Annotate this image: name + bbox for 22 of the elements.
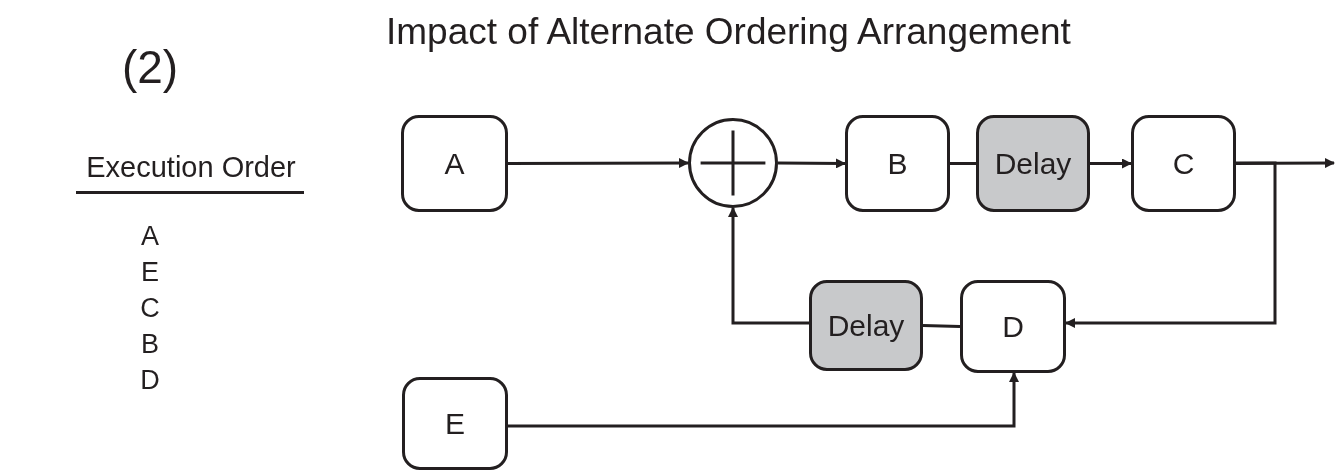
list-item: B	[140, 328, 160, 361]
process-block: A	[401, 115, 508, 212]
connector-arrow	[1065, 161, 1277, 328]
connector-arrow	[508, 158, 689, 168]
list-item: E	[140, 256, 160, 289]
process-block: C	[1131, 115, 1236, 212]
connector-arrow	[778, 158, 846, 169]
process-block: D	[960, 280, 1066, 373]
connector-arrow	[508, 372, 1019, 428]
connector-arrow	[728, 207, 809, 325]
sum-circle	[688, 118, 778, 208]
process-block: B	[845, 115, 950, 212]
list-item: A	[140, 220, 160, 253]
diagram-title: Impact of Alternate Ordering Arrangement	[386, 10, 1071, 54]
delay-block: Delay	[976, 115, 1090, 212]
list-item: C	[139, 292, 161, 325]
connector-arrow	[1090, 158, 1132, 169]
figure-number: (2)	[120, 40, 180, 95]
delay-block: Delay	[809, 280, 923, 371]
list-heading: Execution Order	[85, 150, 297, 185]
process-block: E	[402, 377, 508, 470]
list-item: D	[139, 364, 161, 397]
